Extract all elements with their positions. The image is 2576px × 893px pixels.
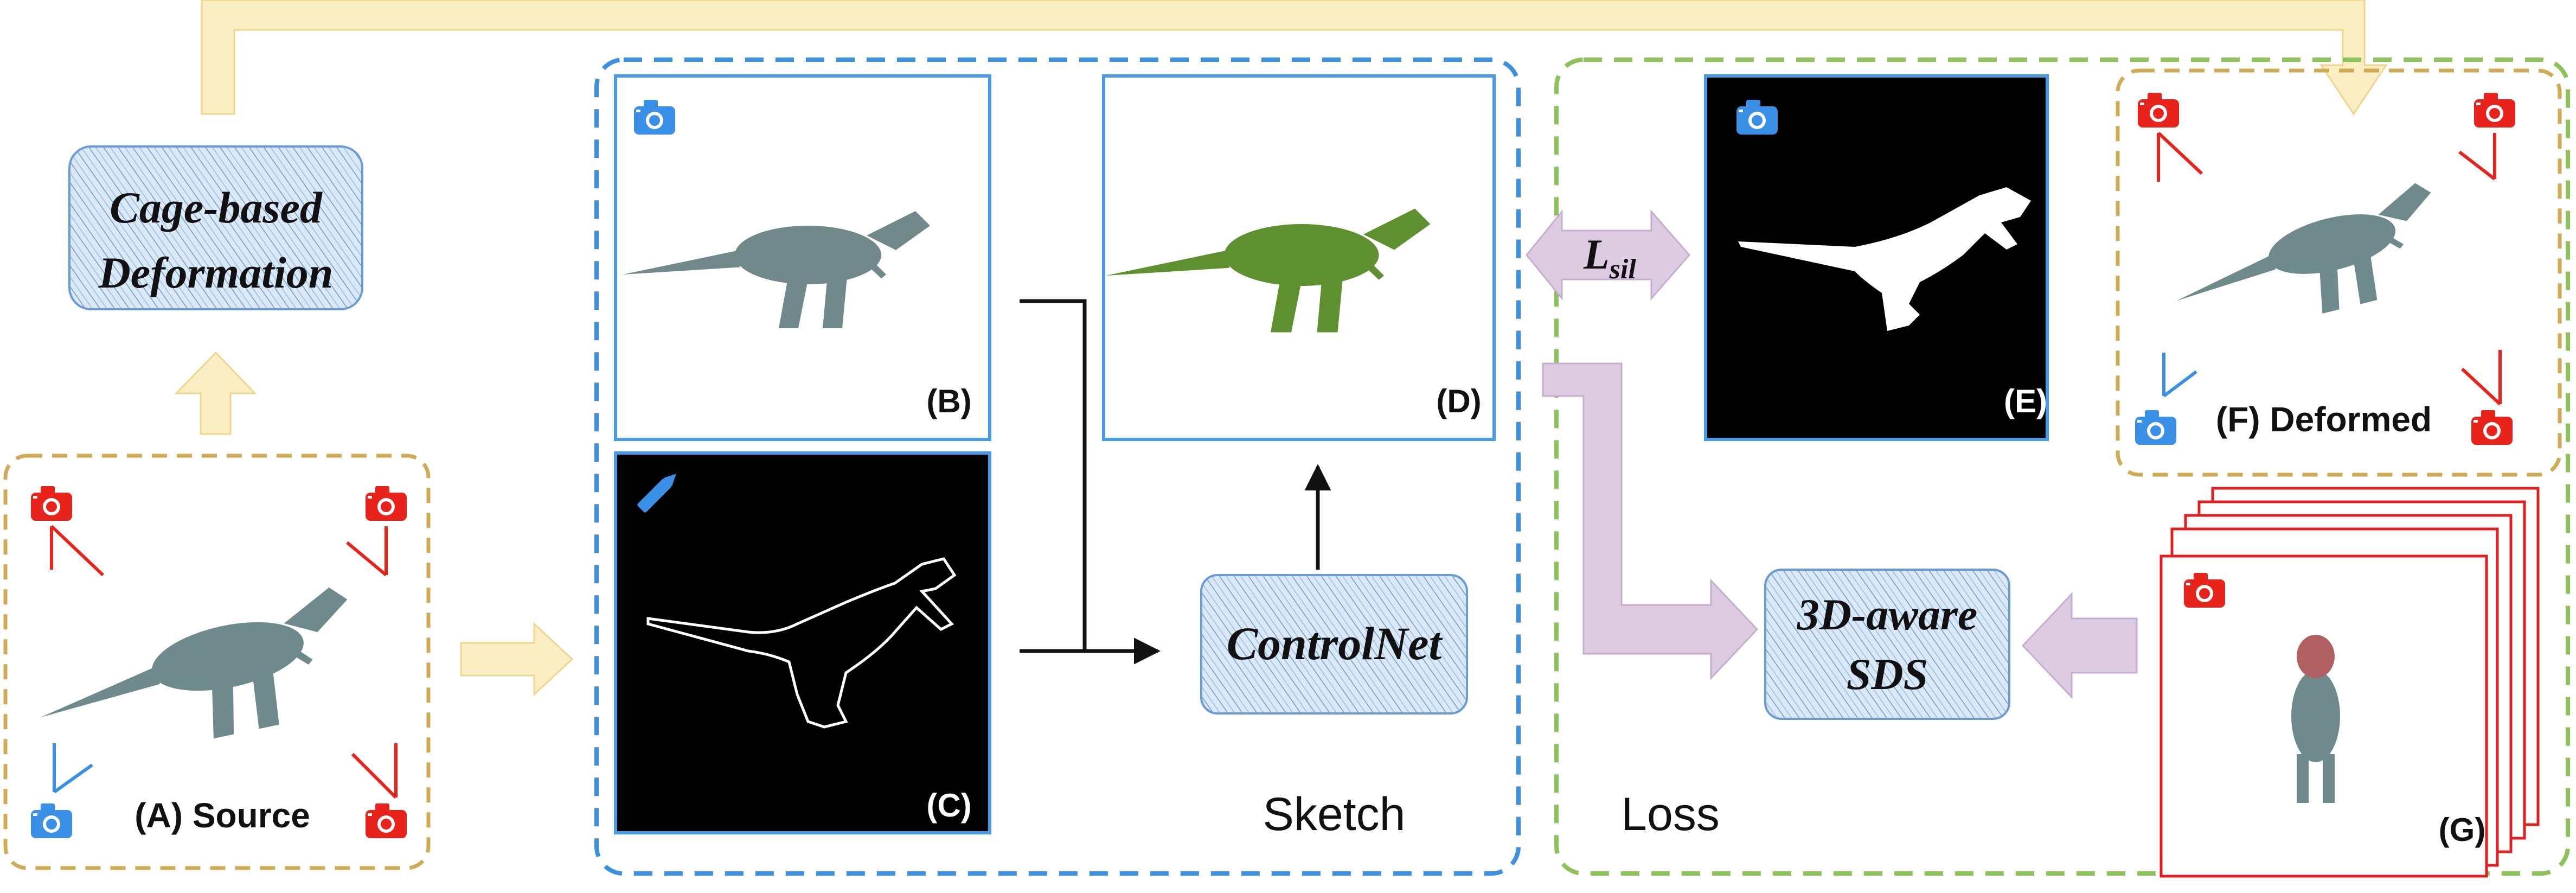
feedback-arrow — [201, 0, 2388, 116]
panel-e-silhouette — [1738, 187, 2031, 331]
camera-icon — [31, 803, 72, 838]
panel-c — [614, 451, 991, 834]
sketch-group — [594, 58, 1521, 876]
pencil-icon — [637, 474, 676, 513]
cage-deformation-label-line1: Cage-based — [110, 183, 323, 232]
camera-icon — [2135, 410, 2176, 445]
right-arrow — [460, 622, 574, 697]
camera-icon — [31, 486, 72, 521]
lsil-double-arrow — [1526, 209, 1690, 301]
panel-f-label: (F) Deformed — [2216, 400, 2432, 439]
panel-f-trex-image — [2162, 180, 2453, 347]
panel-d-label: (D) — [1436, 383, 1481, 419]
sds-label-line1: 3D-aware — [1797, 590, 1978, 639]
camera-icon — [2471, 410, 2513, 445]
camera-icon — [2474, 93, 2515, 127]
camera-ray — [53, 763, 93, 794]
sds-label-line2: SDS — [1847, 649, 1928, 699]
cage-deformation-label-line2: Deformation — [98, 248, 334, 297]
camera-icon — [366, 486, 407, 521]
camera-ray — [2163, 370, 2197, 398]
camera-icon — [366, 803, 407, 838]
panel-e-label: (E) — [2004, 383, 2047, 419]
camera-icon — [2138, 93, 2179, 127]
camera-ray — [346, 541, 387, 577]
purple-arrow-g-to-sds — [2021, 592, 2138, 699]
controlnet-box — [1200, 574, 1468, 715]
source-label: (A) Source — [134, 796, 310, 835]
panel-c-label: (C) — [926, 787, 971, 824]
loss-group-label: Loss — [1621, 788, 1720, 840]
panel-f — [2116, 68, 2562, 477]
sds-box — [1764, 569, 2010, 720]
source-trex-image — [27, 584, 370, 773]
camera-ray — [2458, 150, 2496, 181]
panel-g-label: (G) — [2439, 812, 2486, 848]
loss-group — [1554, 58, 2570, 876]
up-arrow — [174, 351, 257, 435]
sketch-group-label: Sketch — [1263, 788, 1406, 840]
connector-b — [1020, 299, 1087, 651]
camera-ray — [2460, 367, 2502, 406]
camera-ray — [50, 525, 105, 577]
panel-g-trex-image — [2291, 635, 2340, 803]
camera-ray — [351, 752, 398, 799]
source-panel — [3, 454, 431, 870]
cage-deformation-box — [68, 145, 363, 310]
purple-arrow-to-sds — [1542, 362, 1759, 680]
panel-c-sketch-outline — [646, 557, 957, 729]
camera-ray — [2157, 131, 2203, 175]
lsil-label: Lsil — [1583, 231, 1636, 285]
panel-b-label: (B) — [926, 383, 971, 419]
controlnet-label: ControlNet — [1227, 617, 1444, 669]
